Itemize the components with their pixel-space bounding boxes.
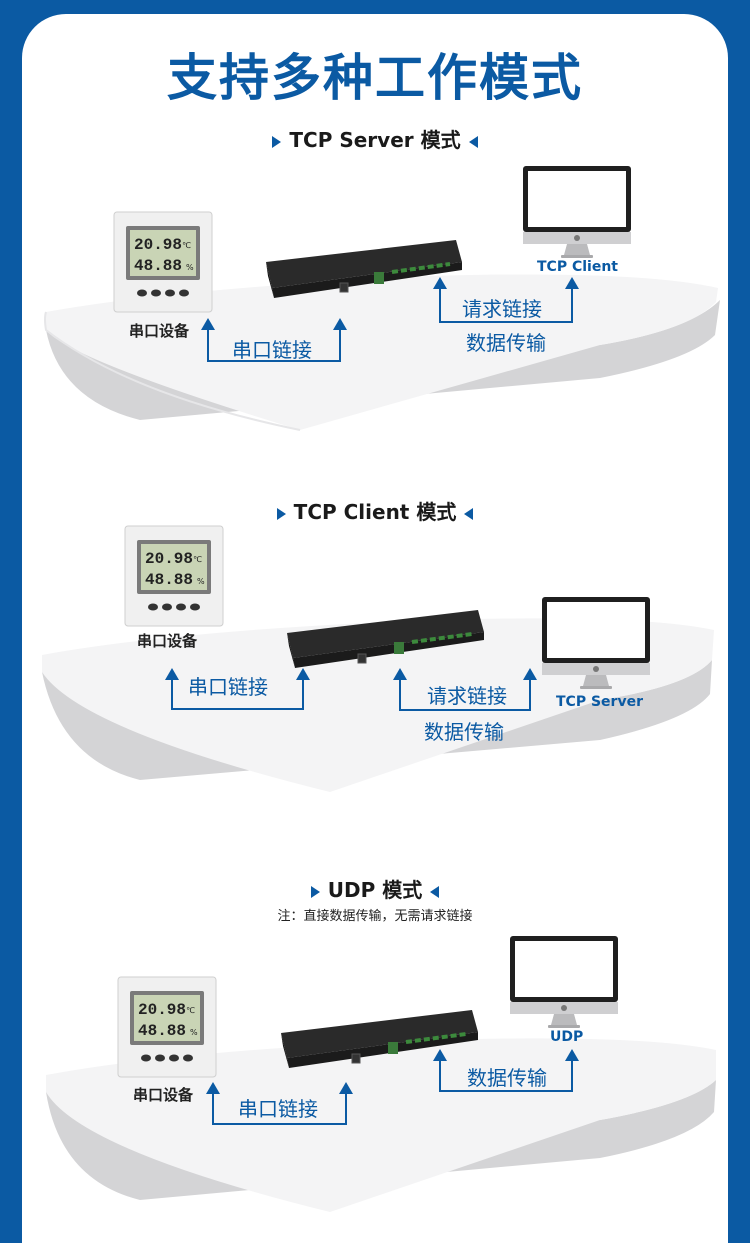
serial-link-label: 串口链接 <box>238 1093 318 1122</box>
lcd-unit-2: % <box>190 1028 198 1037</box>
pc-label: UDP <box>550 1029 583 1045</box>
data-transfer-label: 数据传输 <box>467 1062 547 1091</box>
device-label: 串口设备 <box>133 1084 193 1105</box>
thermostat-device: 20.98 ℃ 48.88 % <box>118 977 216 1077</box>
lcd-unit-1: ℃ <box>186 1006 195 1015</box>
lcd-value-2: 48.88 <box>138 1022 186 1040</box>
lcd-value-1: 20.98 <box>138 1001 186 1019</box>
computer-monitor <box>510 936 618 1028</box>
